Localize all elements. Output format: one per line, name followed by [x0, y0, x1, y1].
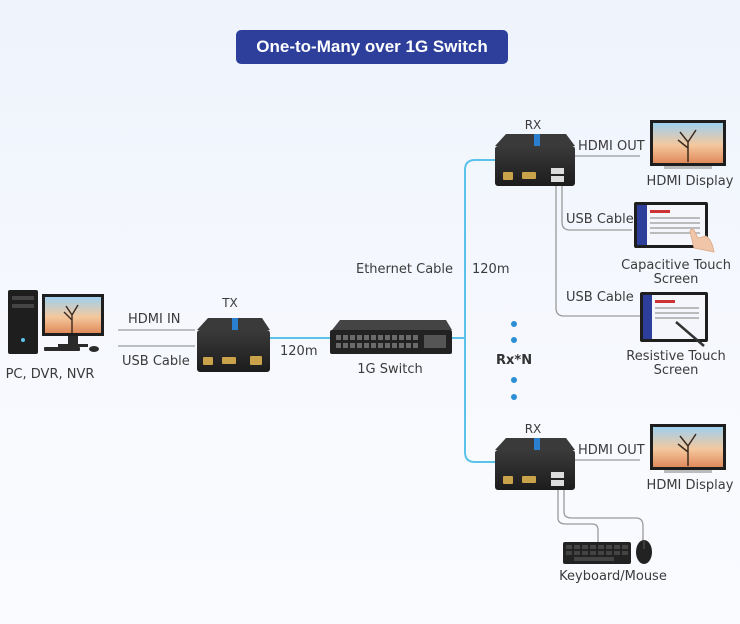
hdmi-out-bottom-label: HDMI OUT	[578, 443, 645, 458]
usb-cable-res-label: USB Cable	[566, 290, 634, 305]
rx-top-device	[495, 134, 575, 186]
tx-label: TX	[222, 296, 238, 310]
ethernet-cable-label: Ethernet Cable	[356, 262, 454, 277]
mouse-cable	[563, 490, 644, 540]
resistive-label-line1: Resistive Touch	[626, 349, 726, 364]
tx-device	[197, 318, 270, 372]
rx-n-dots	[511, 321, 517, 400]
usb-cap-cable	[561, 185, 632, 231]
pc-icon	[8, 290, 104, 354]
rx-distance-label: 120m	[472, 262, 510, 277]
capacitive-label-line1: Capacitive Touch	[621, 258, 731, 273]
capacitive-touch-screen	[634, 202, 715, 253]
capacitive-label-line2: Screen	[653, 272, 699, 287]
resistive-touch-screen	[640, 292, 708, 347]
hdmi-in-label: HDMI IN	[128, 312, 181, 327]
branch-to-rx-bottom-line	[464, 338, 495, 463]
branch-to-rx-top-line	[464, 159, 495, 338]
switch-device	[330, 320, 452, 354]
tx-distance-label: 120m	[280, 344, 318, 359]
usb-res-cable	[555, 185, 640, 317]
usb-cable-cap-label: USB Cable	[566, 212, 634, 227]
rx-top-label: RX	[524, 118, 542, 132]
hdmi-display-bottom	[650, 424, 726, 473]
gray-cables	[118, 155, 644, 542]
rx-bottom-device	[495, 438, 575, 490]
rx-bottom-label: RX	[524, 422, 542, 436]
hdmi-out-top-label: HDMI OUT	[578, 139, 645, 154]
rx-n-label: Rx*N	[496, 353, 533, 368]
kbd-cable	[557, 490, 599, 542]
source-label: PC, DVR, NVR	[5, 367, 95, 382]
usb-cable-tx-label: USB Cable	[122, 354, 190, 369]
keyboard-mouse	[563, 540, 652, 564]
hdmi-display-top	[650, 120, 726, 169]
hdmi-display-bottom-label: HDMI Display	[646, 478, 734, 493]
page-title: One-to-Many over 1G Switch	[236, 30, 508, 64]
keyboard-mouse-label: Keyboard/Mouse	[559, 569, 667, 584]
hdmi-display-top-label: HDMI Display	[646, 174, 734, 189]
ethernet-lines	[270, 159, 495, 463]
switch-label: 1G Switch	[357, 362, 423, 377]
resistive-label-line2: Screen	[653, 363, 699, 378]
